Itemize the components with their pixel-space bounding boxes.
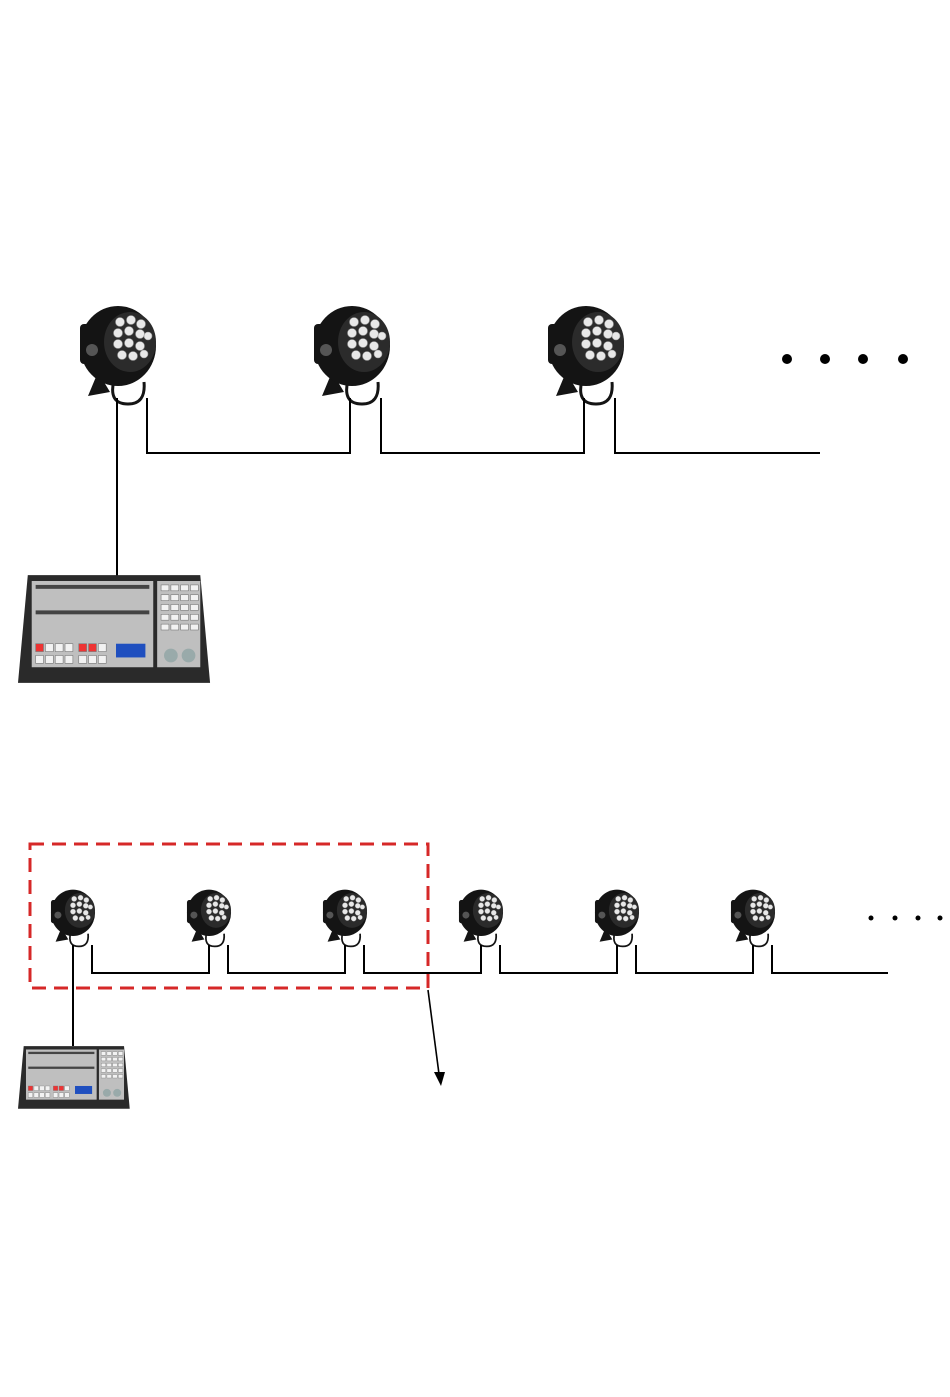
- dmx-cable: [228, 945, 345, 973]
- dmx-cable: [381, 398, 584, 453]
- par-light-fixture-icon: [51, 890, 95, 947]
- dmx-cable: [92, 945, 209, 973]
- par-light-fixture-icon: [187, 890, 231, 947]
- par-light-fixture-icon: [323, 890, 367, 947]
- par-light-fixture-icon: [314, 306, 390, 404]
- continuation-dots: [782, 354, 908, 364]
- par-light-fixture-icon: [80, 306, 156, 404]
- dmx-lighting-console-icon: [18, 575, 210, 683]
- par-light-fixture-icon: [459, 890, 503, 947]
- dmx-cable: [636, 945, 753, 973]
- dmx-lighting-console-icon: [18, 1046, 130, 1109]
- top-section: [18, 306, 908, 683]
- dmx-cable: [364, 945, 481, 973]
- par-light-fixture-icon: [548, 306, 624, 404]
- par-light-fixture-icon: [595, 890, 639, 947]
- dmx-cable-continuation: [615, 398, 820, 453]
- arrow-down-icon: [428, 990, 445, 1086]
- bottom-section: [18, 844, 943, 1109]
- dmx-cable: [500, 945, 617, 973]
- continuation-dots: [869, 916, 943, 921]
- par-light-fixture-icon: [731, 890, 775, 947]
- dmx-cable: [147, 398, 350, 453]
- dmx-cable-continuation: [772, 945, 888, 973]
